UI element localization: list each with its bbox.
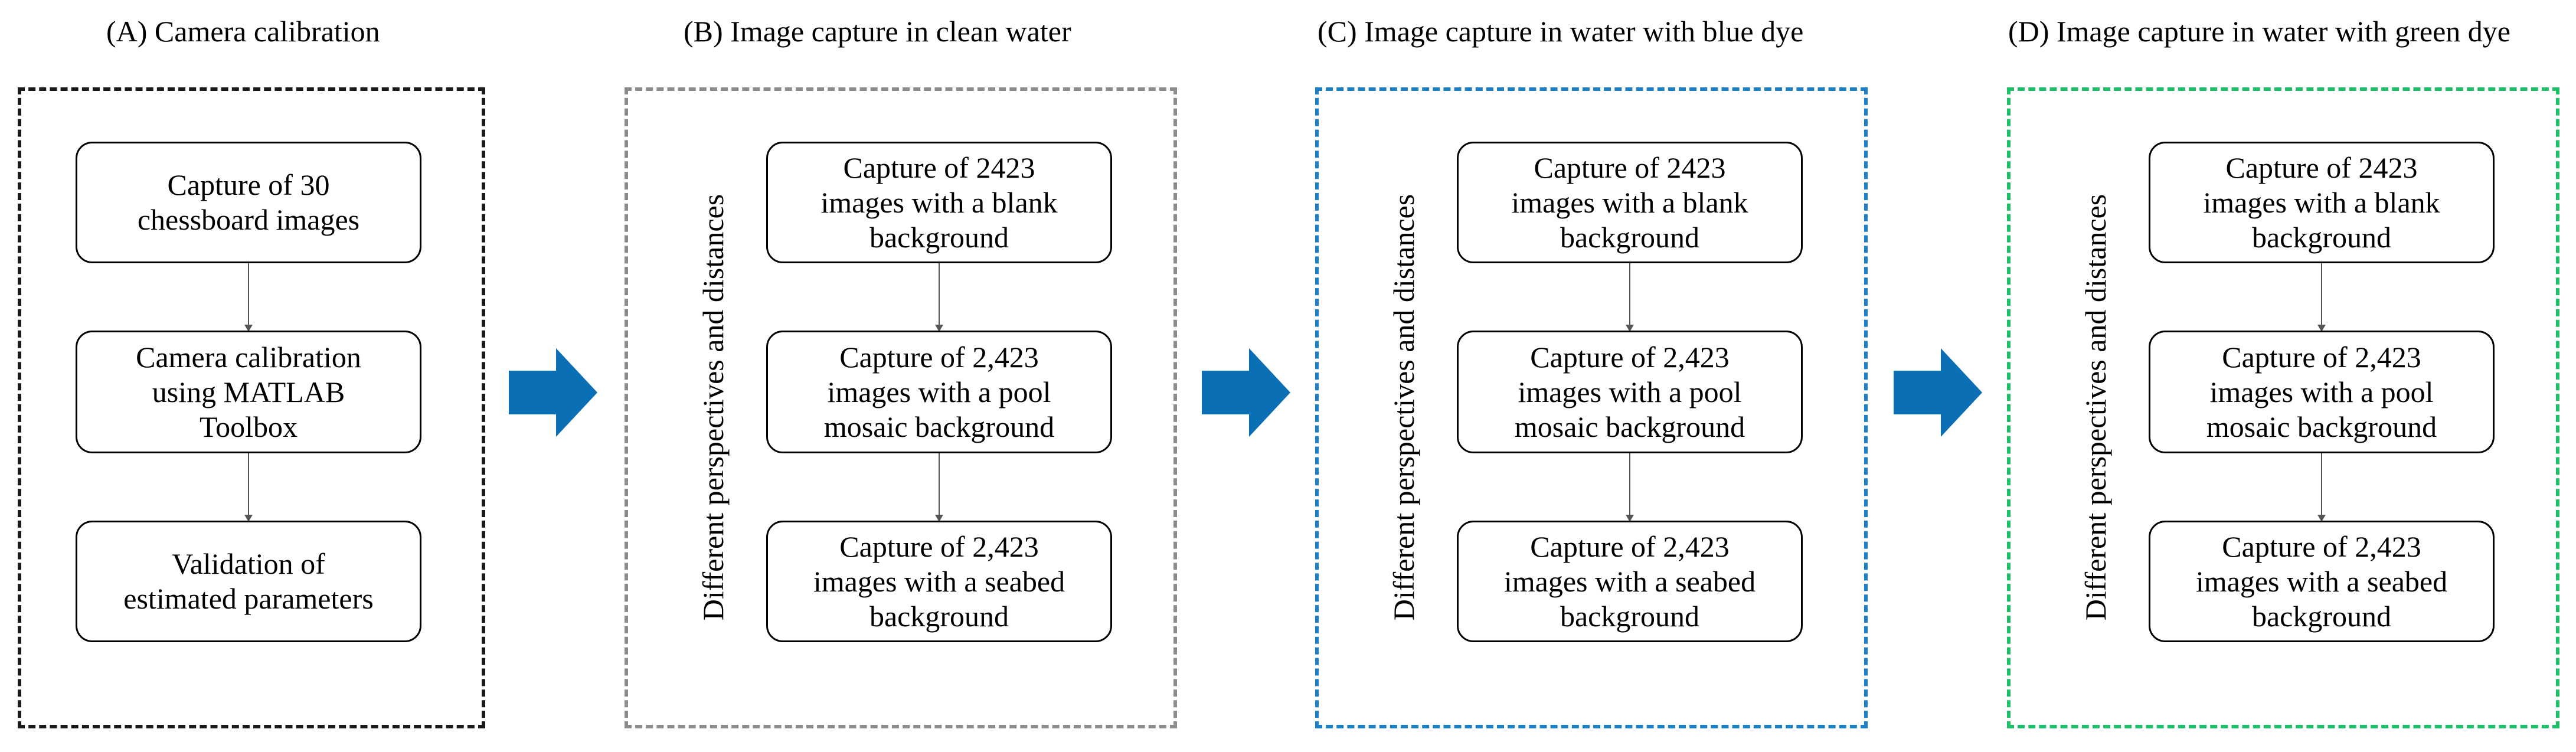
arrow-right-icon	[509, 348, 597, 437]
panel-a-connector-1	[244, 263, 253, 332]
panel-b-connector-2	[935, 453, 943, 522]
arrow-right-shape	[1202, 348, 1290, 437]
panel-d-connector-2	[2317, 453, 2326, 522]
arrow-right-icon	[1202, 348, 1290, 437]
panel-b-side-label: Different perspectives and distances	[697, 194, 730, 621]
panel-c-frame	[1315, 87, 1868, 728]
arrow-right-shape	[1894, 348, 1982, 437]
panel-d-side-label: Different perspectives and distances	[2079, 194, 2112, 621]
panel-a-connector-2	[244, 453, 253, 522]
panel-c-side-label: Different perspectives and distances	[1387, 194, 1420, 621]
arrow-right-icon	[1894, 348, 1982, 437]
panel-a-title: (A) Camera calibration	[106, 15, 380, 48]
panel-d-title: (D) Image capture in water with green dy…	[2008, 15, 2511, 48]
panel-d-connector-1	[2317, 263, 2326, 332]
panel-c-connector-2	[1626, 453, 1634, 522]
panel-b-frame	[625, 87, 1177, 728]
panel-b-connector-1	[935, 263, 943, 332]
panel-c-title: (C) Image capture in water with blue dye	[1318, 15, 1804, 48]
arrow-right-shape	[509, 348, 597, 437]
panel-c-connector-1	[1626, 263, 1634, 332]
panel-a-frame	[18, 87, 485, 728]
panel-b-title: (B) Image capture in clean water	[684, 15, 1071, 48]
panel-d-frame	[2007, 87, 2559, 728]
